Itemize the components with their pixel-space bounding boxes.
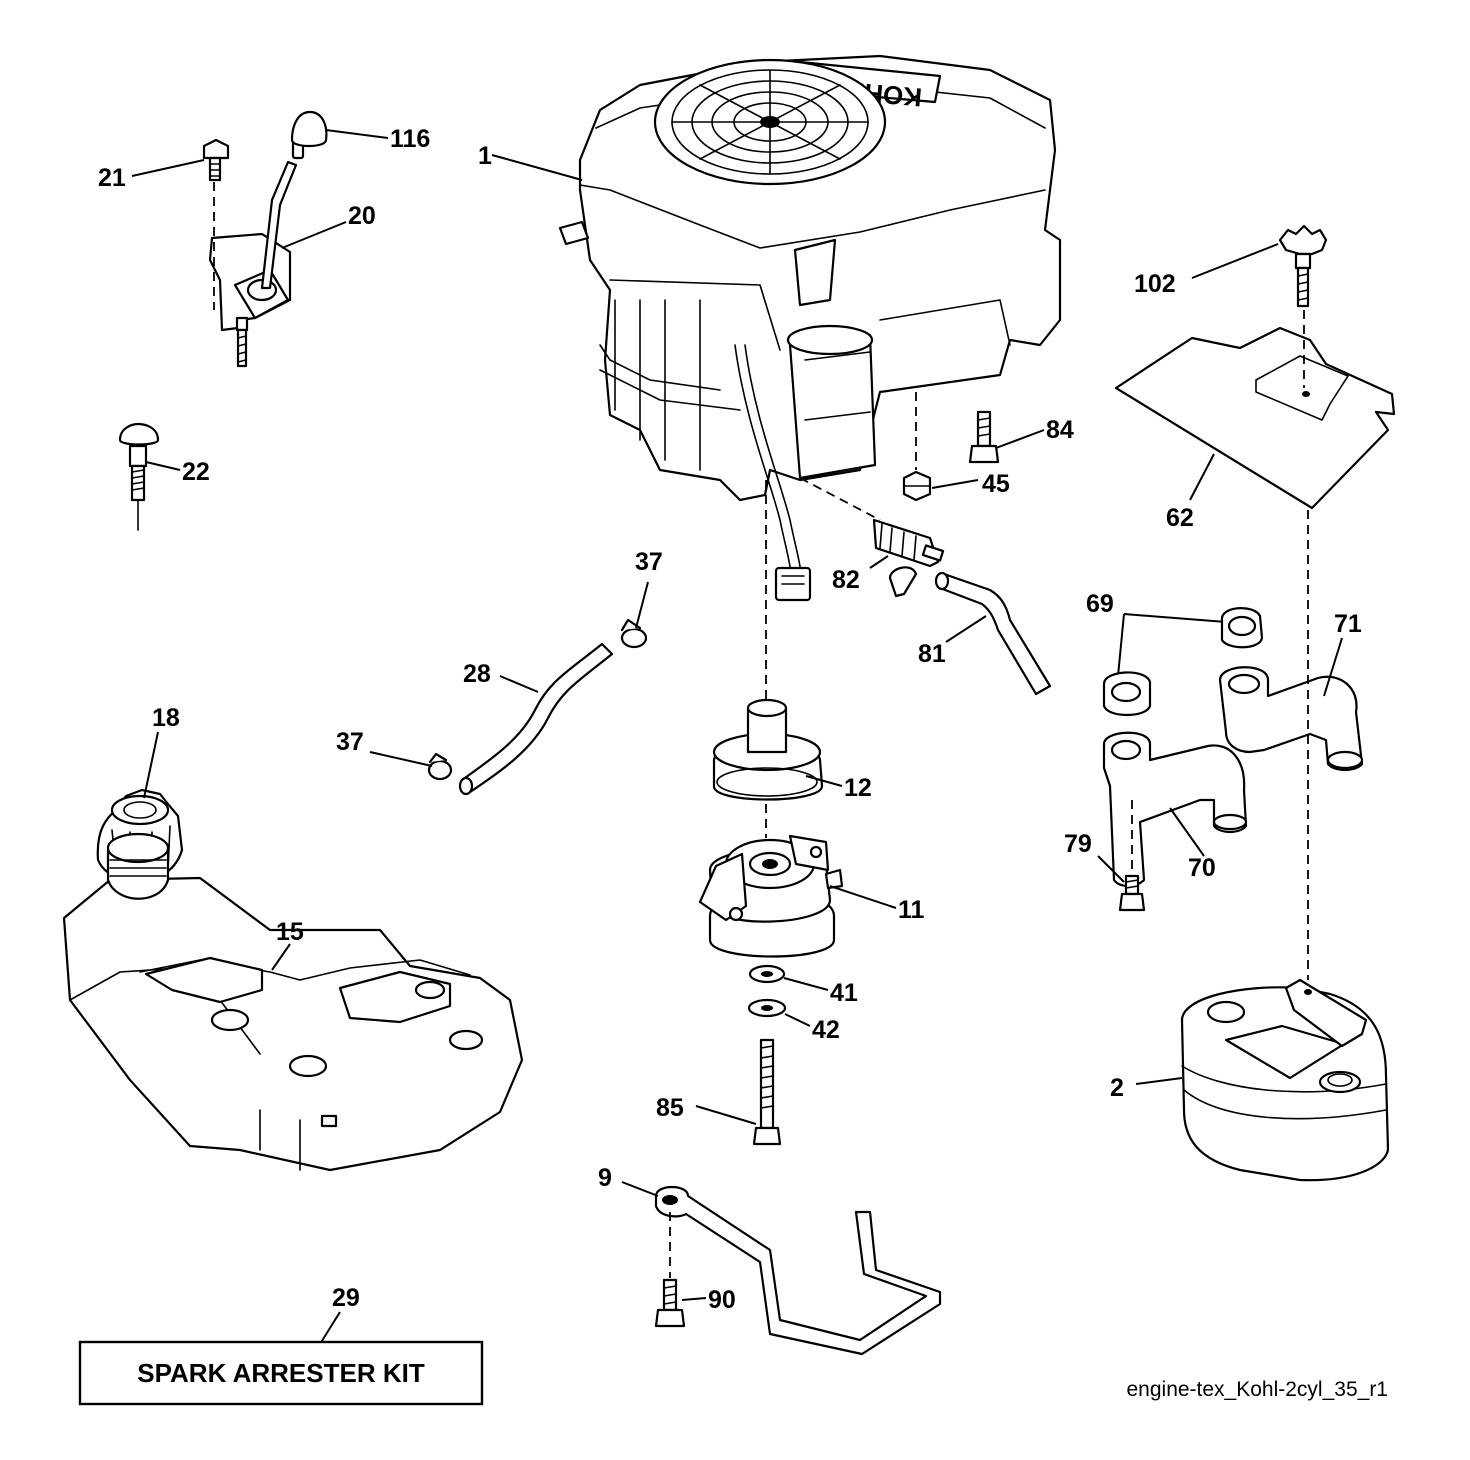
pulley-12: [712, 698, 824, 801]
exhaust-pipe-71: [1218, 666, 1364, 772]
bracket-rod-9: [654, 1185, 942, 1356]
leader-81: [945, 615, 987, 643]
screw-90: [654, 1278, 686, 1328]
callout-82: 82: [832, 566, 860, 594]
fuel-hose-81: [934, 571, 1052, 696]
callout-81: 81: [918, 640, 946, 668]
callout-20: 20: [348, 202, 376, 230]
muffler-2: [1180, 978, 1390, 1182]
leader-82: [869, 555, 889, 569]
leader-37-lower: [369, 751, 433, 767]
callout-90: 90: [708, 1286, 736, 1314]
callout-21: 21: [98, 164, 126, 192]
callout-29: 29: [332, 1284, 360, 1312]
fuel-tank-15: [62, 832, 524, 1172]
screw-79: [1118, 874, 1146, 912]
callout-41: 41: [830, 979, 858, 1007]
exhaust-gasket-69-lower: [1102, 671, 1152, 717]
heat-shield-62: [1114, 326, 1396, 510]
bolt-84: [968, 410, 1000, 464]
callout-79: 79: [1064, 830, 1092, 858]
hose-clamp-37-lower: [427, 752, 453, 781]
leader-1: [491, 154, 583, 181]
callout-70: 70: [1188, 854, 1216, 882]
callout-71: 71: [1334, 610, 1362, 638]
exhaust-pipe-70: [1102, 731, 1248, 888]
callout-22: 22: [182, 458, 210, 486]
leader-70: [1169, 807, 1205, 857]
leader-9: [621, 1181, 659, 1197]
spark-arrester-kit-box: [78, 1340, 484, 1406]
washer-42: [747, 998, 787, 1018]
callout-37-lower: 37: [336, 728, 364, 756]
leader-85: [695, 1105, 757, 1125]
leader-90: [681, 1297, 707, 1301]
leader-69-a: [1123, 613, 1227, 623]
leader-45: [931, 479, 979, 489]
callout-69: 69: [1086, 590, 1114, 618]
leader-2: [1135, 1077, 1183, 1085]
throttle-lever-arm: [260, 160, 298, 290]
leader-41: [783, 977, 829, 991]
leader-29: [319, 1311, 341, 1345]
leader-18: [143, 731, 159, 799]
leader-79: [1097, 855, 1125, 883]
leader-69-b: [1117, 613, 1125, 677]
leader-37-upper: [635, 581, 649, 629]
leader-62: [1189, 453, 1215, 501]
callout-18: 18: [152, 704, 180, 732]
callout-116: 116: [390, 125, 430, 153]
bolt-21: [202, 138, 230, 160]
fuel-line-28: [458, 642, 614, 796]
leader-42: [784, 1013, 811, 1027]
fuel-fitting-82: [872, 518, 945, 598]
bolt-85: [752, 1038, 782, 1146]
callout-15: 15: [276, 918, 304, 946]
leader-22: [145, 461, 181, 471]
callout-102: 102: [1134, 270, 1176, 298]
leader-28: [499, 675, 539, 693]
drawing-code: engine-tex_Kohl-2cyl_35_r1: [1126, 1378, 1388, 1401]
callout-62: 62: [1166, 504, 1194, 532]
spark-arrester-kit-label: SPARK ARRESTER KIT: [137, 1358, 425, 1388]
throttle-knob: [290, 110, 328, 148]
callout-9: 9: [598, 1164, 612, 1192]
engine-assembly: KOHLER: [558, 54, 1062, 602]
choke-knob-22: [118, 422, 160, 531]
callout-84: 84: [1046, 416, 1074, 444]
throttle-control-assembly: [202, 110, 328, 368]
callout-85: 85: [656, 1094, 684, 1122]
callout-1: 1: [478, 142, 492, 170]
callout-12: 12: [844, 774, 872, 802]
leader-20: [281, 221, 347, 249]
callout-45: 45: [982, 470, 1010, 498]
exhaust-gasket-69-upper: [1220, 607, 1264, 649]
knob-102: [1278, 224, 1328, 308]
leader-11: [829, 885, 897, 909]
hose-clamp-37-upper: [620, 618, 648, 649]
callout-42: 42: [812, 1016, 840, 1044]
callout-2: 2: [1110, 1074, 1124, 1102]
electric-pto-clutch-11: [698, 834, 844, 958]
callout-37-upper: 37: [635, 548, 663, 576]
leader-116: [325, 129, 389, 139]
callout-28: 28: [463, 660, 491, 688]
leader-15: [271, 943, 291, 971]
leader-71: [1323, 637, 1343, 697]
nut-45: [902, 470, 932, 502]
leader-84: [995, 429, 1045, 449]
washer-41: [748, 964, 786, 984]
leader-21: [131, 159, 205, 177]
leader-102: [1191, 243, 1279, 279]
callout-11: 11: [898, 896, 925, 924]
leader-12: [805, 775, 843, 787]
